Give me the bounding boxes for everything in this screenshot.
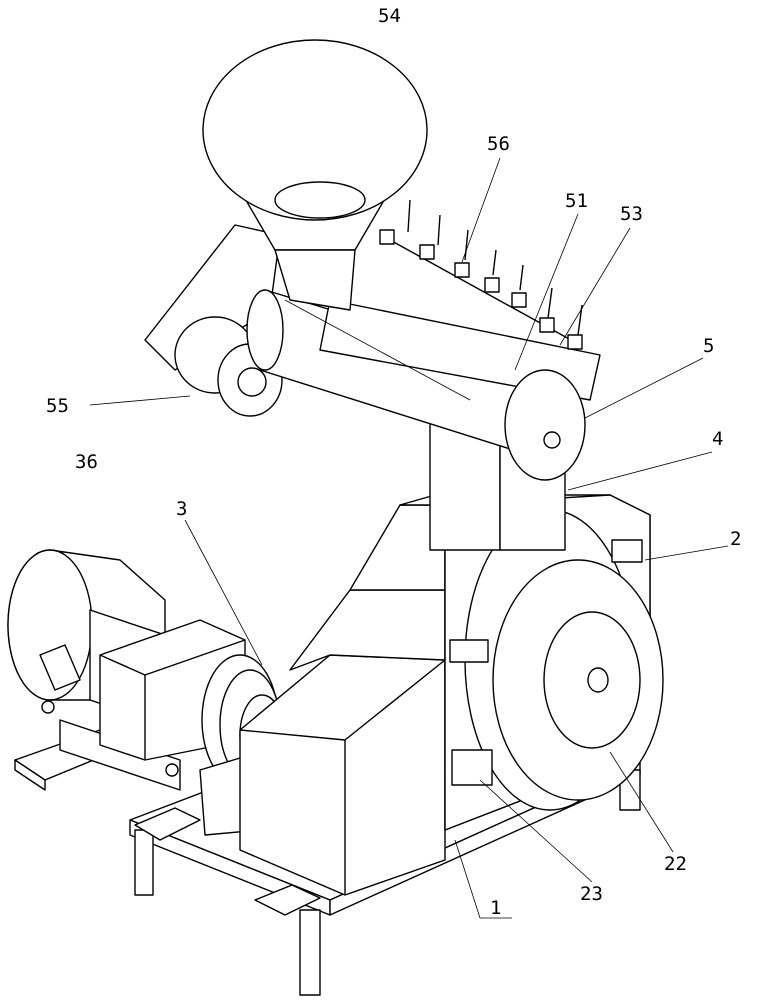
label-23: 23: [580, 883, 603, 905]
label-55: 55: [46, 395, 69, 417]
barrel: [246, 199, 601, 481]
label-53: 53: [620, 203, 643, 225]
label-36: 36: [75, 451, 98, 473]
nozzle-row: [284, 199, 583, 401]
label-3: 3: [176, 498, 187, 520]
label-56: 56: [487, 133, 510, 155]
label-1: 1: [490, 897, 501, 919]
label-5: 5: [703, 335, 714, 357]
gearbox: [239, 504, 446, 896]
label-51: 51: [565, 190, 588, 212]
label-54: 54: [378, 5, 401, 27]
housing: [399, 494, 664, 831]
hopper: [202, 39, 428, 311]
label-22: 22: [664, 853, 687, 875]
feeder-motor: [144, 224, 283, 417]
label-4: 4: [712, 428, 723, 450]
leader-lines: [89, 157, 729, 919]
label-2: 2: [730, 528, 741, 550]
